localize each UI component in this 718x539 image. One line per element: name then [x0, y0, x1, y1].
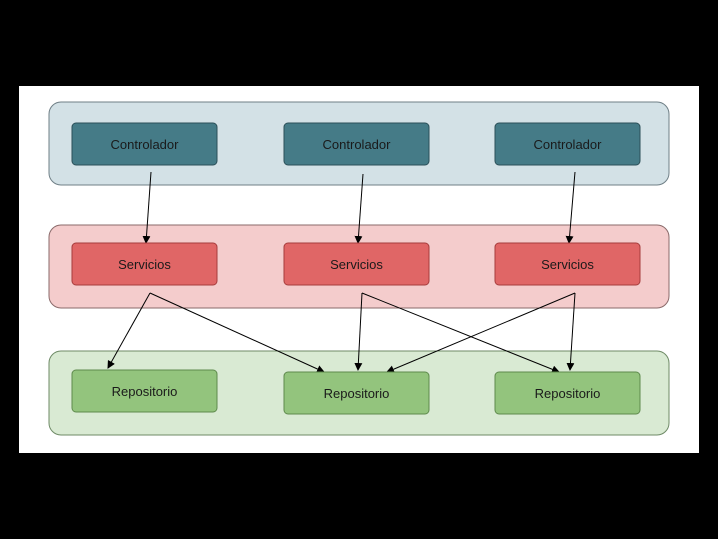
node-label: Servicios [330, 257, 383, 272]
node-box [71, 242, 218, 286]
node-label: Repositorio [324, 386, 390, 401]
node-box [71, 369, 218, 413]
edge-1-1_2-1 [354, 292, 363, 371]
node-label: Servicios [541, 257, 594, 272]
node-controllers-3: Controlador [494, 122, 641, 166]
node-label: Repositorio [535, 386, 601, 401]
node-box [494, 242, 641, 286]
node-box [71, 122, 218, 166]
edge-1-1_2-2 [361, 292, 560, 374]
edge-1-2_2-2 [566, 292, 576, 371]
edge-1-0_2-0 [107, 292, 151, 369]
edge-0-2_1-2 [565, 171, 576, 244]
node-repositories-2: Repositorio [283, 371, 430, 415]
edge-1-0_2-1 [149, 292, 325, 373]
node-label: Controlador [534, 137, 603, 152]
edges [107, 171, 576, 374]
node-services-3: Servicios [494, 242, 641, 286]
node-box [283, 371, 430, 415]
node-services-1: Servicios [71, 242, 218, 286]
node-label: Controlador [323, 137, 392, 152]
node-controllers-1: Controlador [71, 122, 218, 166]
node-controllers-2: Controlador [283, 122, 430, 166]
node-box [494, 122, 641, 166]
node-box [494, 371, 641, 415]
node-repositories-1: Repositorio [71, 369, 218, 413]
architecture-diagram: Controlador Controlador ControladorServici… [48, 101, 670, 436]
node-box [283, 242, 430, 286]
edge-0-0_1-0 [142, 171, 152, 244]
node-repositories-3: Repositorio [494, 371, 641, 415]
edge-1-2_2-1 [386, 292, 576, 373]
edge-0-1_1-1 [354, 173, 364, 244]
node-label: Controlador [111, 137, 180, 152]
node-box [283, 122, 430, 166]
node-services-2: Servicios [283, 242, 430, 286]
node-label: Servicios [118, 257, 171, 272]
node-label: Repositorio [112, 384, 178, 399]
